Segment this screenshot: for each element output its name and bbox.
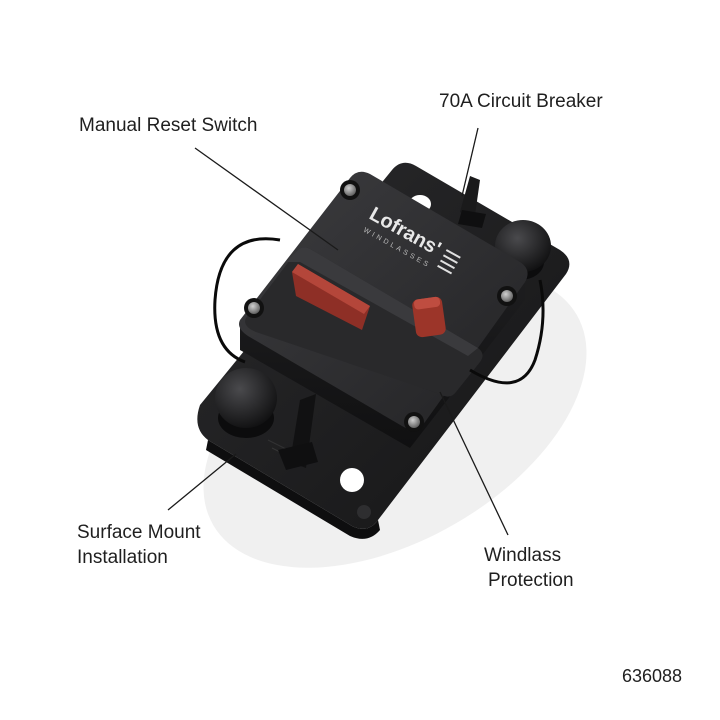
callout-label-line1: Windlass	[484, 545, 562, 566]
leader-line-surface	[167, 453, 237, 511]
screw-icon	[408, 416, 420, 428]
callout-manual-reset: Manual Reset Switch	[79, 113, 257, 138]
callout-label-line1: Surface Mount	[77, 522, 201, 543]
callout-label-line2: Installation	[77, 547, 168, 568]
callout-label: Manual Reset Switch	[79, 115, 258, 136]
leader-line-reset	[194, 147, 339, 251]
callout-label-line2: Protection	[488, 570, 574, 591]
callout-windlass-protection: Windlass Protection	[484, 543, 574, 593]
screw-icon	[344, 184, 356, 196]
product-code: 636088	[622, 666, 683, 686]
manual-reset-lever	[292, 264, 370, 330]
terminal-stud-bottom	[215, 368, 318, 470]
callout-label: 70A Circuit Breaker	[439, 91, 603, 112]
leader-line-windlass	[439, 391, 509, 536]
screw-icon	[248, 302, 260, 314]
cable-loop-left	[213, 237, 281, 364]
mounting-hole-bottom	[340, 468, 364, 492]
leader-line-breaker	[461, 127, 479, 197]
callout-circuit-breaker: 70A Circuit Breaker	[439, 89, 603, 114]
cable-loop-right	[469, 279, 545, 385]
reset-button	[412, 296, 446, 338]
callout-surface-mount: Surface Mount Installation	[77, 520, 201, 570]
screw-icon	[501, 290, 513, 302]
